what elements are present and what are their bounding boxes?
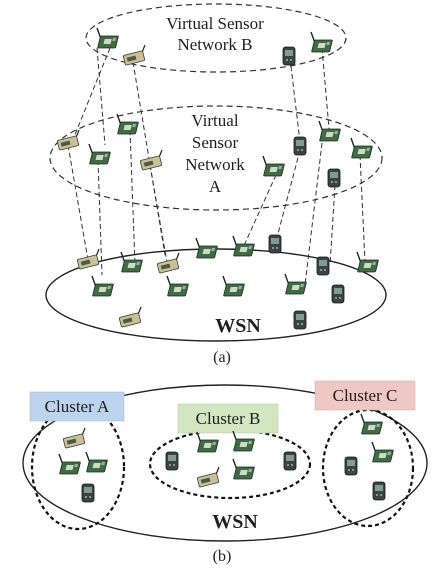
handheld-sensor-icon [344,456,358,476]
sensor-board-icon [310,31,334,53]
mote-sensor-icon [156,252,180,274]
mote-sensor-icon [139,149,163,171]
sensor-board-icon [232,430,256,452]
sensor-board-icon [318,120,342,142]
virtual-network-a-label-line3: Network [185,155,245,174]
virtual-network-b-label-line2: Network B [177,35,252,54]
sensor-board-icon [116,113,140,135]
sensor-board-icon [222,275,246,297]
sensor-board-icon [262,155,286,177]
cluster-b-label: Cluster B [196,409,261,428]
cluster-c-tag [314,380,416,411]
handheld-sensor-icon [316,256,330,276]
handheld-sensor-icon [372,481,386,501]
sensor-board-icon [88,143,112,165]
wsn-label-a: WSN [215,315,261,337]
handheld-sensor-icon [293,310,307,330]
sensor-board-icon [85,451,109,473]
virtual-network-b-boundary [85,3,347,73]
sensor-board-icon [58,453,82,475]
handheld-sensor-icon [293,136,307,156]
panel-b: WSN Cluster A Cluster B Cluster C (b) [22,380,428,565]
handheld-sensor-icon [165,451,179,471]
wsn-label-b: WSN [212,511,258,533]
cluster-a-label: Cluster A [45,397,110,416]
mote-sensor-icon [76,248,100,270]
sensor-board-icon [356,251,380,273]
cluster-c-label: Cluster C [333,386,398,405]
mote-sensor-icon [196,466,220,488]
virtual-network-a-label-line2: Sensor [192,133,239,152]
mote-sensor-icon [118,306,142,328]
caption-b: (b) [213,548,232,565]
sensor-board-icon [360,413,384,435]
handheld-sensor-icon [282,46,296,66]
sensor-board-icon [96,27,120,49]
caption-a: (a) [213,349,231,366]
sensor-board-icon [232,235,256,257]
virtual-network-a-label-line4: A [209,177,222,196]
virtual-network-a-label-line1: Virtual [191,111,238,130]
sensor-board-icon [371,441,395,463]
handheld-sensor-icon [331,284,345,304]
panel-a: Virtual Sensor Network B Virtual Sensor … [45,3,387,366]
cluster-c-boundary [321,408,415,528]
virtual-network-a-boundary [49,105,383,211]
wsn-boundary-b [22,384,428,542]
sensor-board-icon [196,431,220,453]
mote-sensor-icon [62,427,86,449]
cluster-b-tag [177,403,279,434]
handheld-sensor-icon [327,168,341,188]
mapping-lines [67,47,366,286]
sensor-board-icon [91,275,115,297]
virtual-network-b-label-line1: Virtual Sensor [166,14,264,33]
sensor-board-icon [232,458,256,480]
sensor-board-icon [284,273,308,295]
sensor-board-icon [166,275,190,297]
mote-sensor-icon [122,44,146,66]
handheld-sensor-icon [81,483,95,503]
handheld-sensor-icon [268,234,282,254]
sensor-board-icon [195,237,219,259]
cluster-a-tag [29,391,125,422]
sensor-board-icon [350,137,374,159]
handheld-sensor-icon [283,451,297,471]
cluster-b-boundary [148,428,312,500]
